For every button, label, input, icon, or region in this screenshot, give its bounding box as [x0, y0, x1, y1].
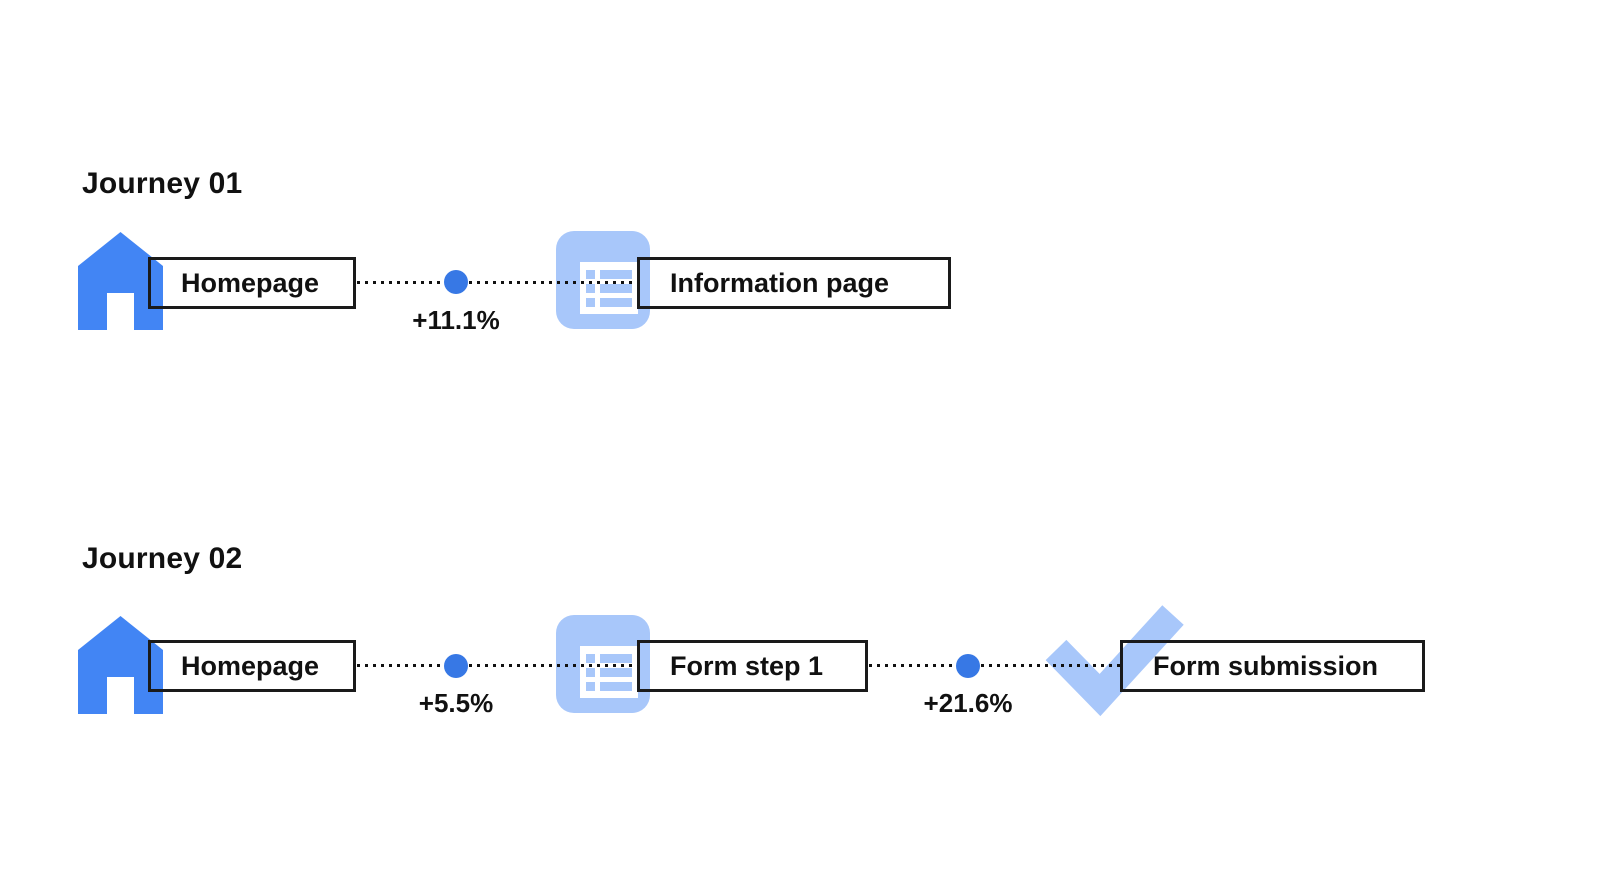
- transition-dot: [956, 654, 980, 678]
- journey-01-title: Journey 01: [82, 166, 243, 200]
- step-label: Form step 1: [670, 650, 824, 681]
- home-icon: [78, 616, 163, 714]
- transition-rate-label: +21.6%: [923, 688, 1013, 718]
- list-page-icon: [556, 231, 650, 329]
- step-label-box: Information page: [637, 257, 951, 309]
- step-label: Information page: [670, 267, 890, 298]
- list-page-icon-sheet: [580, 262, 638, 314]
- transition-rate-label: +11.1%: [412, 305, 500, 335]
- step-label-box: Form submission: [1120, 640, 1425, 692]
- transition-dotted-line: [869, 664, 1120, 667]
- step-label-box: Homepage: [148, 257, 356, 309]
- home-icon: [78, 232, 163, 330]
- list-page-icon-sheet: [580, 646, 638, 698]
- transition-dotted-line: [357, 281, 637, 284]
- transition-rate-label: +5.5%: [418, 688, 494, 718]
- step-label-box: Form step 1: [637, 640, 868, 692]
- step-label: Homepage: [181, 267, 320, 298]
- transition-dot: [444, 654, 468, 678]
- step-label-box: Homepage: [148, 640, 356, 692]
- transition-dot: [444, 270, 468, 294]
- step-label: Form submission: [1153, 650, 1379, 681]
- transition-dotted-line: [357, 664, 637, 667]
- journey-02-title: Journey 02: [82, 541, 243, 575]
- step-label: Homepage: [181, 650, 320, 681]
